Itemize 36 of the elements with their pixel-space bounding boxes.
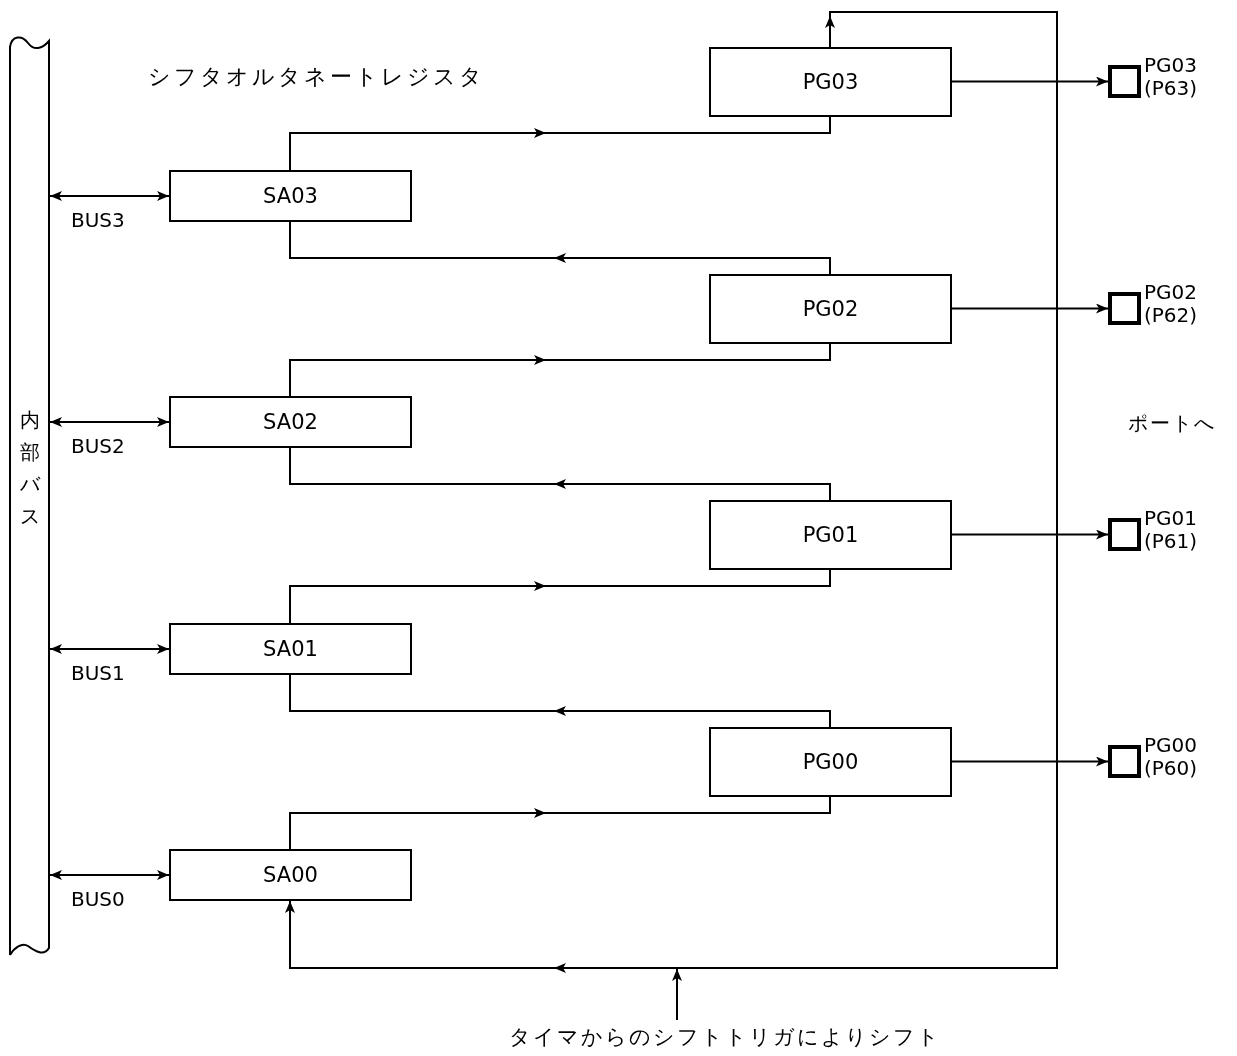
register-box (709, 727, 952, 797)
register-box (169, 623, 412, 675)
pin-label: (P61) (1144, 529, 1198, 553)
pin-label: PG02 (1144, 280, 1197, 304)
edge-label: BUS2 (71, 434, 125, 458)
port-square (1108, 518, 1141, 551)
register-box (169, 849, 412, 901)
note-text: タイマからのシフトトリガによりシフト (470, 1022, 980, 1052)
register-label: PG00 (802, 750, 859, 774)
register-label: PG02 (802, 297, 859, 321)
pin-label: PG01 (1144, 506, 1197, 530)
register-label: PG01 (802, 523, 859, 547)
register-label: SA00 (263, 863, 318, 887)
caption-text: シフタオルタネートレジスタ (148, 63, 485, 91)
port-square (1108, 745, 1141, 778)
pin-label: PG03 (1144, 53, 1197, 77)
pin-label: (P62) (1144, 303, 1198, 327)
register-box (169, 170, 412, 222)
port-square (1108, 292, 1141, 325)
pin-label: (P63) (1144, 76, 1198, 100)
register-box (709, 274, 952, 344)
register-box (709, 500, 952, 570)
register-label: SA03 (263, 184, 318, 208)
register-label: PG03 (802, 70, 859, 94)
bus-label: 内部バス (20, 406, 40, 530)
pin-label: PG00 (1144, 733, 1197, 757)
register-box (709, 47, 952, 117)
edge-label: BUS1 (71, 661, 125, 685)
caption-text: ポートへ (1128, 410, 1216, 437)
edge-label: BUS0 (71, 887, 125, 911)
edge-label: BUS3 (71, 208, 125, 232)
register-label: SA01 (263, 637, 318, 661)
port-square (1108, 65, 1141, 98)
register-box (169, 396, 412, 448)
pin-label: (P60) (1144, 756, 1198, 780)
register-label: SA02 (263, 410, 318, 434)
